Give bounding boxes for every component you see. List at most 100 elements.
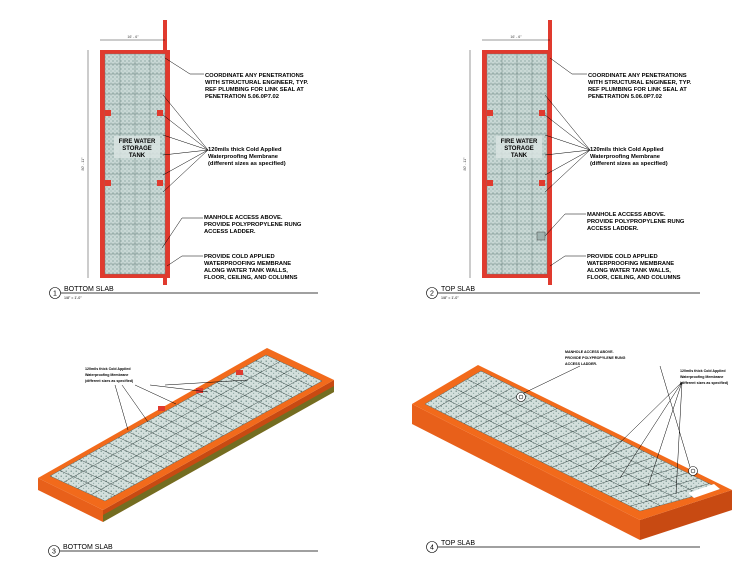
svg-text:WITH STRUCTURAL ENGINEER, TYP.: WITH STRUCTURAL ENGINEER, TYP. — [588, 80, 692, 86]
svg-text:PROVIDE COLD APPLIED: PROVIDE COLD APPLIED — [204, 254, 275, 260]
leaders — [114, 379, 249, 431]
svg-text:Waterproofing Membrane: Waterproofing Membrane — [590, 154, 661, 160]
column-marker — [105, 180, 111, 186]
membrane-grid — [105, 54, 165, 274]
iso-opening — [688, 484, 720, 498]
svg-text:PROVIDE POLYPROPYLENE RUNG: PROVIDE POLYPROPYLENE RUNG — [204, 222, 302, 228]
note-penetration: COORDINATE ANY PENETRATIONS WITH STRUCTU… — [588, 73, 692, 100]
svg-text:ALONG WATER TANK WALLS,: ALONG WATER TANK WALLS, — [587, 268, 671, 274]
svg-text:(different sizes as specified): (different sizes as specified) — [85, 379, 134, 383]
view-scale: 1/8" = 1'-0" — [441, 296, 459, 300]
panel-4-top-slab-iso: MANHOLE ACCESS ABOVE. PROVIDE POLYPROPYL… — [412, 350, 732, 553]
tank-label-1: FIRE WATER — [119, 139, 156, 145]
svg-text:COORDINATE ANY PENETRATIONS: COORDINATE ANY PENETRATIONS — [205, 73, 304, 79]
tank-label-3: TANK — [129, 153, 146, 159]
grid-line — [77, 367, 295, 489]
svg-text:120mils thick Cold Applied: 120mils thick Cold Applied — [85, 367, 131, 371]
svg-text:120mils thick Cold Applied: 120mils thick Cold Applied — [680, 369, 726, 373]
svg-text:COORDINATE ANY PENETRATIONS: COORDINATE ANY PENETRATIONS — [588, 73, 687, 79]
column-marker — [158, 406, 165, 411]
view-number: 4 — [430, 545, 434, 552]
tank-label-bg — [114, 136, 160, 158]
svg-text:PENETRATION 5.06.0P7.02: PENETRATION 5.06.0P7.02 — [205, 94, 279, 100]
column-marker — [487, 180, 493, 186]
column-marker — [236, 370, 243, 375]
title-block-2: 2 TOP SLAB 1/8" = 1'-0" — [426, 286, 700, 300]
view-title: BOTTOM SLAB — [63, 544, 113, 551]
svg-text:PROVIDE COLD APPLIED: PROVIDE COLD APPLIED — [587, 254, 658, 260]
iso-membrane-grid — [59, 360, 313, 496]
column-marker — [539, 180, 545, 186]
svg-text:PROVIDE POLYPROPYLENE RUNG: PROVIDE POLYPROPYLENE RUNG — [587, 219, 685, 225]
view-title: TOP SLAB — [441, 540, 475, 547]
title-block-3: 3 BOTTOM SLAB — [48, 544, 318, 557]
note-membrane: 120mils thick Cold Applied Waterproofing… — [208, 147, 286, 167]
note-membrane: 120mils thick Cold Applied Waterproofing… — [590, 147, 668, 167]
view-title: TOP SLAB — [441, 286, 475, 293]
manhole-icon — [688, 466, 698, 476]
tank-label-2: STORAGE — [504, 146, 534, 152]
note-cold-applied: PROVIDE COLD APPLIED WATERPROOFING MEMBR… — [587, 254, 681, 281]
column-marker — [539, 110, 545, 116]
leaders — [161, 57, 209, 267]
svg-text:120mils thick Cold Applied: 120mils thick Cold Applied — [208, 147, 282, 153]
grid-line — [63, 361, 281, 483]
svg-text:MANHOLE ACCESS ABOVE.: MANHOLE ACCESS ABOVE. — [587, 212, 666, 218]
svg-text:Waterproofing Membrane: Waterproofing Membrane — [680, 375, 723, 379]
iso-wall-right — [640, 490, 732, 540]
svg-text:Waterproofing Membrane: Waterproofing Membrane — [85, 373, 128, 377]
note-manhole: MANHOLE ACCESS ABOVE. PROVIDE POLYPROPYL… — [565, 350, 626, 366]
iso-membrane-grid — [434, 376, 710, 507]
svg-text:MANHOLE ACCESS ABOVE.: MANHOLE ACCESS ABOVE. — [565, 350, 614, 354]
title-block-4: 4 TOP SLAB — [426, 540, 700, 553]
tank-label-2: STORAGE — [122, 146, 152, 152]
svg-text:ACCESS LADDER.: ACCESS LADDER. — [587, 226, 639, 232]
svg-text:PENETRATION 5.06.0P7.02: PENETRATION 5.06.0P7.02 — [588, 94, 662, 100]
tank-label-3: TANK — [511, 153, 528, 159]
svg-text:MANHOLE ACCESS ABOVE.: MANHOLE ACCESS ABOVE. — [204, 215, 283, 221]
iso-green-edge — [103, 386, 334, 522]
manhole-marker — [536, 231, 546, 241]
note-membrane: 120mils thick Cold Applied Waterproofing… — [85, 367, 134, 383]
svg-text:REF PLUMBING FOR LINK SEAL AT: REF PLUMBING FOR LINK SEAL AT — [205, 87, 304, 93]
dimension-side: 80' - 11" — [81, 157, 85, 171]
panel-2-top-slab-plan: 16' - 6" 80' - 11" FIRE WATER STORAGE TA… — [426, 20, 700, 300]
svg-text:ACCESS LADDER.: ACCESS LADDER. — [204, 229, 256, 235]
column-marker — [487, 110, 493, 116]
dimension-top: 16' - 6" — [510, 35, 522, 39]
svg-text:(different sizes as specified): (different sizes as specified) — [680, 381, 729, 385]
panel-3-bottom-slab-iso: 120mils thick Cold Applied Waterproofing… — [38, 348, 334, 557]
iso-wall-front-left — [38, 478, 103, 522]
column-marker — [105, 110, 111, 116]
svg-text:ALONG WATER TANK WALLS,: ALONG WATER TANK WALLS, — [204, 268, 288, 274]
view-title: BOTTOM SLAB — [64, 286, 114, 293]
svg-text:WATERPROOFING MEMBRANE: WATERPROOFING MEMBRANE — [587, 261, 674, 267]
svg-text:FLOOR, CEILING, AND COLUMNS: FLOOR, CEILING, AND COLUMNS — [204, 275, 298, 281]
grid-line — [452, 387, 681, 501]
svg-text:PROVIDE POLYPROPYLENE RUNG: PROVIDE POLYPROPYLENE RUNG — [565, 356, 626, 360]
panel-1-bottom-slab-plan: 16' - 6" 80' - 11" FIRE WATER STORAGE TA… — [49, 20, 318, 300]
grid-line — [438, 395, 661, 506]
title-block-1: 1 BOTTOM SLAB 1/8" = 1'-0" — [49, 286, 318, 300]
dimension-side: 80' - 11" — [463, 157, 467, 171]
view-number: 3 — [52, 549, 56, 556]
manhole-icon-inner — [518, 394, 524, 400]
tank-label-1: FIRE WATER — [501, 139, 538, 145]
grid-line — [466, 379, 701, 495]
leaders — [523, 365, 691, 495]
column-marker — [157, 180, 163, 186]
svg-text:REF PLUMBING FOR LINK SEAL AT: REF PLUMBING FOR LINK SEAL AT — [588, 87, 687, 93]
view-number: 2 — [430, 291, 434, 298]
note-manhole: MANHOLE ACCESS ABOVE. PROVIDE POLYPROPYL… — [587, 212, 685, 232]
grid-line — [91, 374, 309, 495]
note-membrane: 120mils thick Cold Applied Waterproofing… — [680, 369, 729, 385]
svg-text:WATERPROOFING MEMBRANE: WATERPROOFING MEMBRANE — [204, 261, 291, 267]
svg-text:ACCESS LADDER.: ACCESS LADDER. — [565, 362, 597, 366]
note-manhole: MANHOLE ACCESS ABOVE. PROVIDE POLYPROPYL… — [204, 215, 302, 235]
dimension-top: 16' - 6" — [127, 35, 139, 39]
column-marker — [157, 110, 163, 116]
svg-text:WITH STRUCTURAL ENGINEER, TYP.: WITH STRUCTURAL ENGINEER, TYP. — [205, 80, 309, 86]
view-number: 1 — [53, 291, 57, 298]
svg-text:Waterproofing Membrane: Waterproofing Membrane — [208, 154, 279, 160]
